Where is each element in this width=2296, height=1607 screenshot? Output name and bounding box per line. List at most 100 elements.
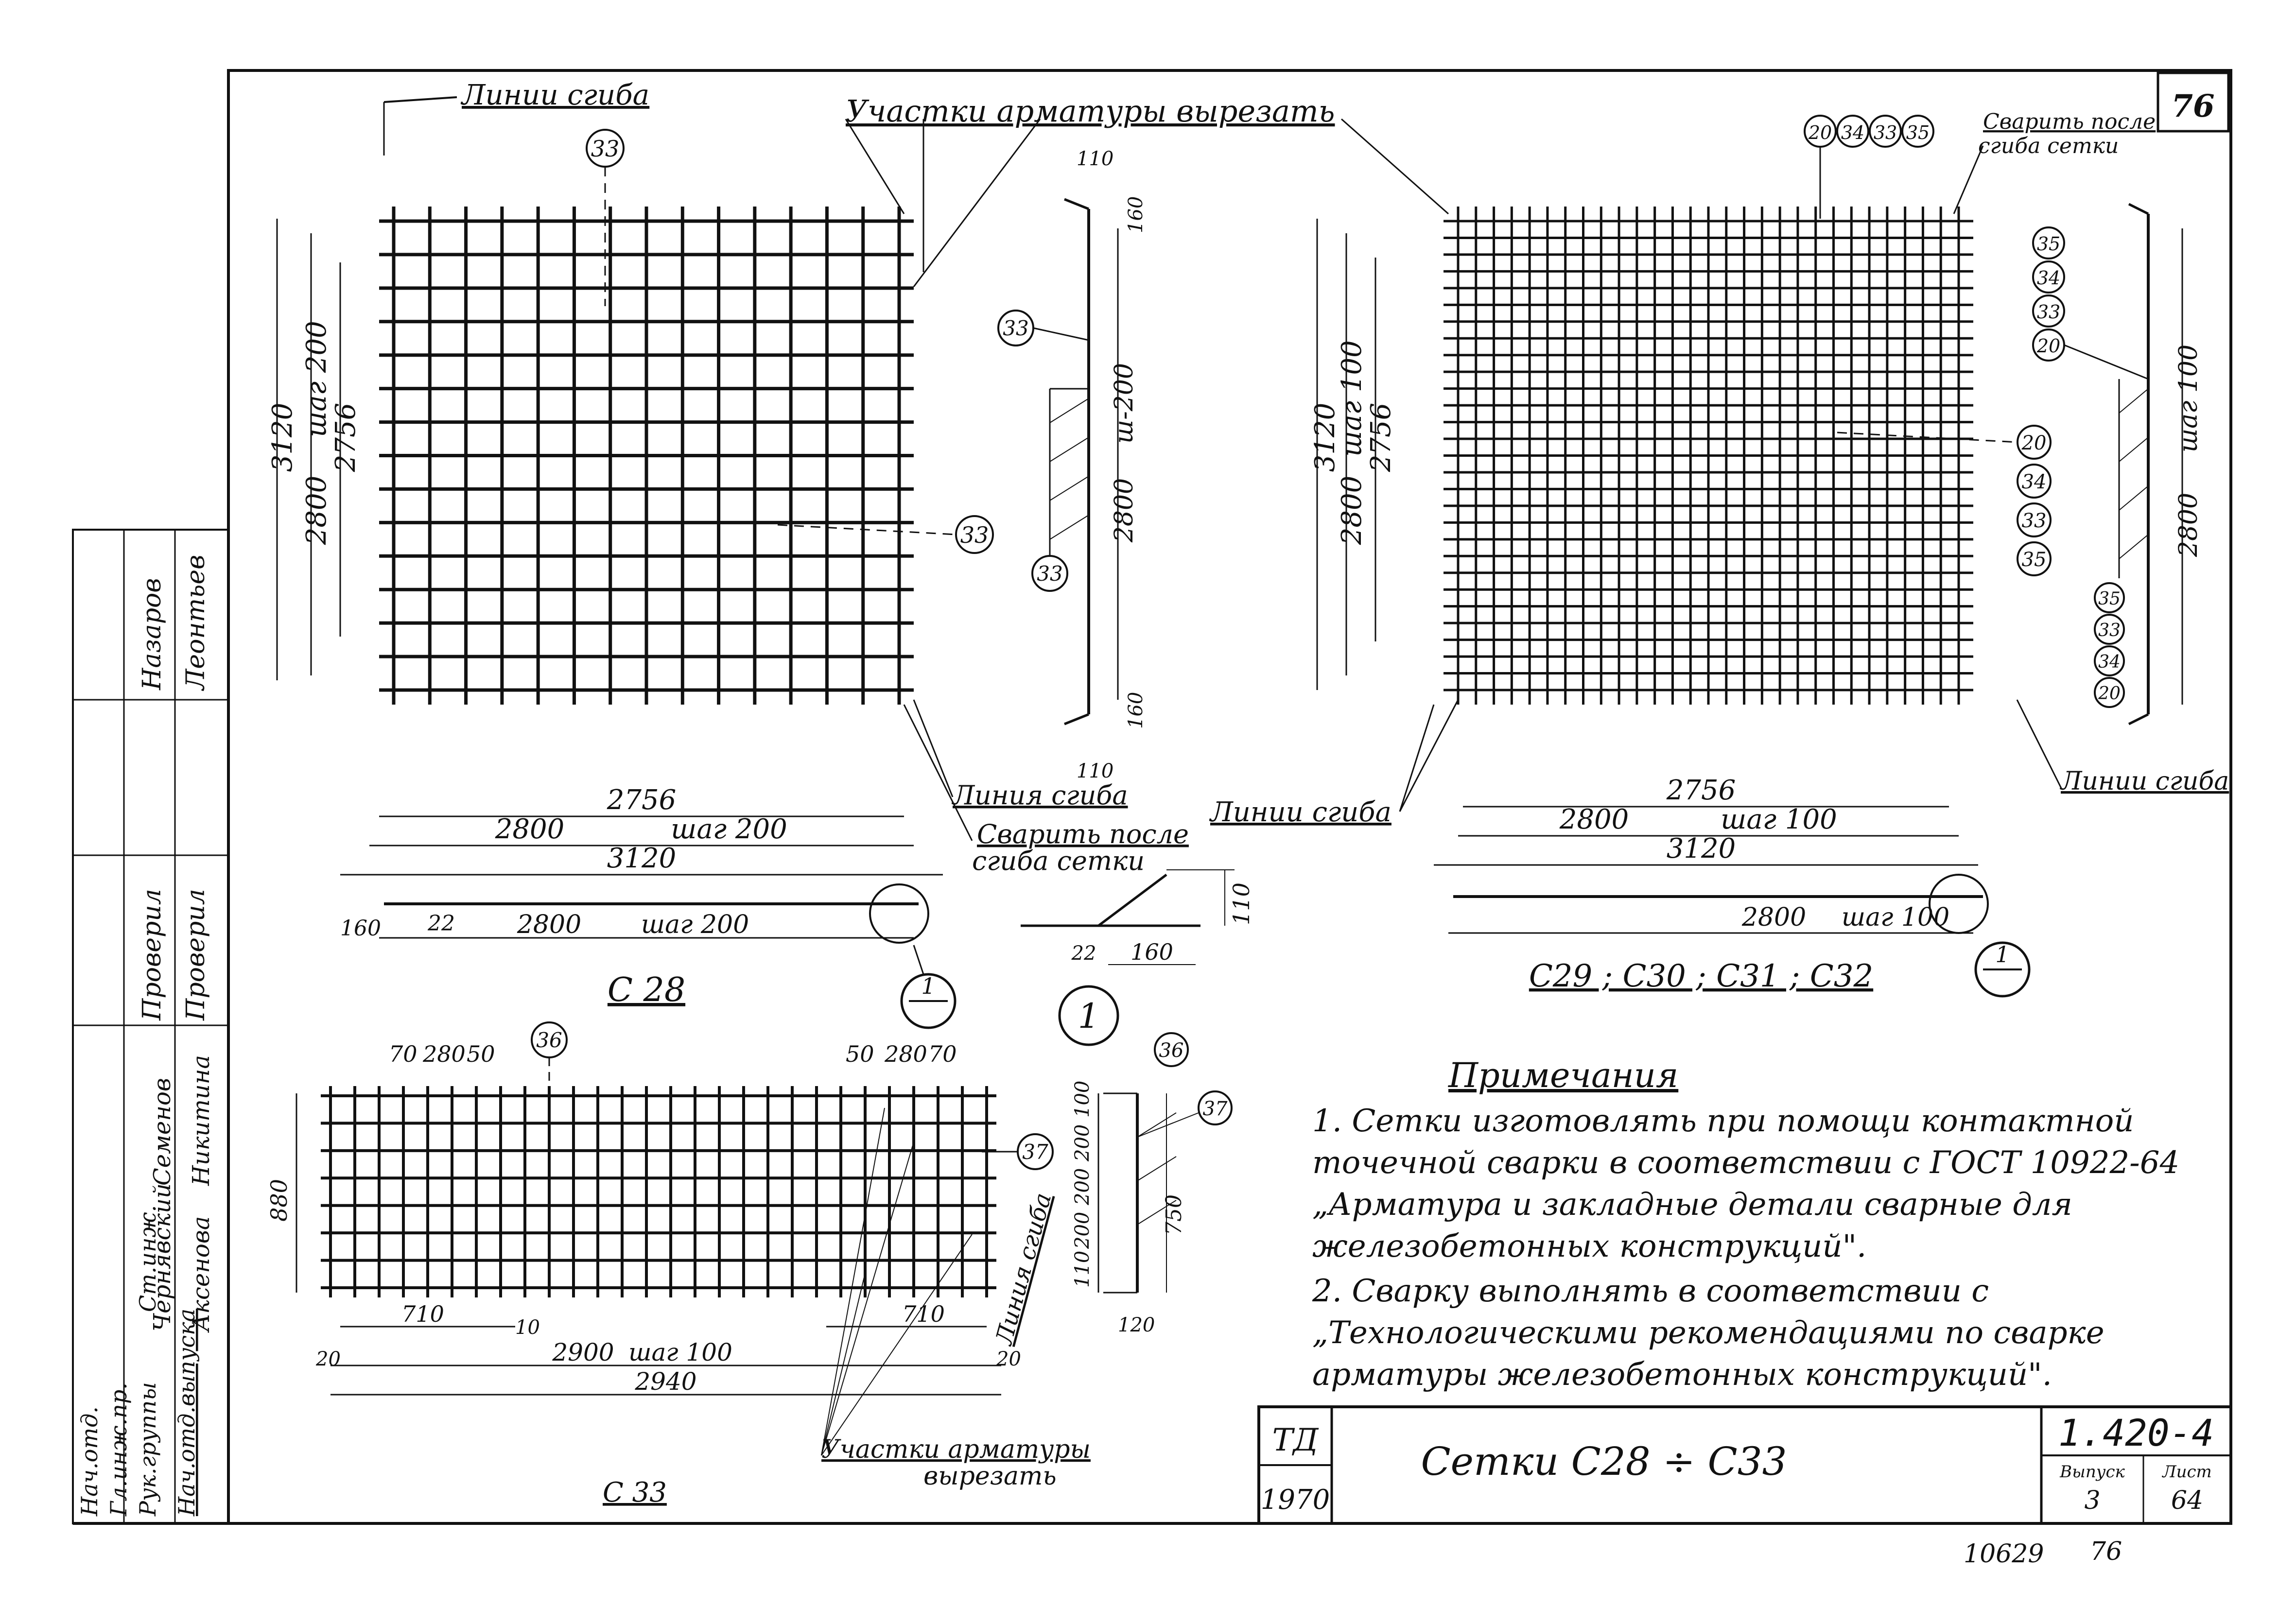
leader-bend-c28 — [913, 699, 954, 797]
svg-text:160: 160 — [1125, 692, 1147, 729]
svg-text:2756: 2756 — [1365, 403, 1397, 473]
svg-text:35: 35 — [2022, 549, 2047, 571]
c28-h-step-label: шаг 200 — [301, 321, 332, 437]
svg-text:36: 36 — [536, 1028, 562, 1052]
svg-text:2800: 2800 — [1110, 478, 1139, 543]
svg-text:34: 34 — [2098, 652, 2121, 672]
svg-text:70: 70 — [389, 1041, 417, 1067]
svg-text:20: 20 — [1808, 122, 1832, 143]
svg-text:37: 37 — [1203, 1098, 1228, 1120]
svg-text:160: 160 — [1125, 196, 1147, 233]
svg-text:750: 750 — [1162, 1194, 1186, 1235]
tb-issue: 3 — [2084, 1486, 2100, 1515]
side-name-3: Аксенова — [188, 1216, 215, 1333]
c28-inner: 2756 — [607, 784, 677, 816]
c28-step: 2800 — [495, 813, 565, 845]
c28-step-label: шаг 200 — [671, 813, 787, 845]
caption-c33: С 33 — [603, 1477, 667, 1508]
svg-text:шаг 100: шаг 100 — [2174, 345, 2203, 452]
svg-text:50: 50 — [467, 1041, 495, 1067]
svg-text:шаг 100: шаг 100 — [628, 1338, 732, 1366]
stamp-page: 76 — [2090, 1537, 2122, 1566]
side-name-1: Чернявский — [149, 1183, 176, 1331]
svg-text:50: 50 — [846, 1041, 874, 1067]
svg-text:34: 34 — [1841, 122, 1864, 143]
svg-text:2900: 2900 — [552, 1338, 614, 1366]
svg-text:280: 280 — [884, 1041, 927, 1067]
side-role-3: Рук.группы — [135, 1382, 161, 1517]
detail-1: 110 160 22 1 — [1021, 869, 1254, 1046]
c29-side-profile: 2800 шаг 100 35 34 33 20 35 33 34 20 — [2032, 203, 2203, 726]
svg-text:33: 33 — [2098, 621, 2121, 640]
tb-code: 1.420-4 — [2058, 1411, 2214, 1454]
weld-after-top-1: Сварить после — [1983, 109, 2156, 134]
tb-issue-label: Выпуск — [2059, 1462, 2125, 1482]
svg-text:1: 1 — [1078, 996, 1100, 1036]
side-role-5: Нач.отд.выпуска — [174, 1309, 200, 1517]
bend-lines-c29: Линии сгиба — [1209, 796, 1392, 828]
svg-text:20: 20 — [2036, 335, 2060, 357]
c28-profile: 2800 шаг 200 160 22 — [340, 883, 929, 944]
note-2: 2. Сварку выполнять в соответствии с „Те… — [1312, 1273, 2105, 1393]
svg-text:36: 36 — [1159, 1039, 1184, 1062]
svg-text:33: 33 — [960, 522, 989, 548]
svg-text:880: 880 — [266, 1179, 292, 1222]
leader-bend-c29b — [1399, 704, 1435, 812]
bend-line-c33: Линия сгиба — [990, 1190, 1057, 1348]
svg-text:3120: 3120 — [1667, 833, 1736, 864]
mark-33-mid: 33 — [777, 515, 994, 554]
sheet-number: 76 — [2171, 88, 2214, 124]
checked-label-1: Проверил — [138, 889, 167, 1021]
leader-cut-3 — [913, 119, 1041, 287]
leader-cut-1 — [845, 119, 905, 214]
svg-text:37: 37 — [1022, 1140, 1048, 1164]
marks-side-top: 35 34 33 20 — [2032, 226, 2149, 380]
svg-text:шаг 200: шаг 200 — [641, 910, 749, 939]
c28-h-inner: 2756 — [330, 403, 362, 473]
svg-text:20: 20 — [2021, 432, 2047, 454]
mesh-c28 — [379, 207, 914, 705]
svg-text:34: 34 — [2037, 267, 2060, 289]
caption-c28: С 28 — [608, 971, 685, 1009]
svg-text:160: 160 — [1131, 939, 1173, 965]
leader-bend-c29-right — [2016, 699, 2062, 788]
svg-text:200: 200 — [1071, 1124, 1094, 1162]
side-role-2: Гл.инж.пр. — [105, 1382, 132, 1517]
bend-lines-c29-right: Линии сгиба — [2059, 767, 2229, 796]
svg-text:33: 33 — [1003, 316, 1028, 340]
svg-text:34: 34 — [2022, 471, 2047, 493]
detail-ref-1-c29: 1 — [1974, 941, 2031, 998]
side-role-4: Ст.инж. — [135, 1205, 161, 1312]
svg-text:35: 35 — [2098, 589, 2121, 609]
c29-profile: 2800 шаг 100 — [1448, 874, 1989, 934]
checked-name-1: Назаров — [138, 578, 167, 691]
bend-lines-label-top: Линии сгиба — [460, 78, 649, 111]
svg-text:ш-200: ш-200 — [1110, 363, 1139, 444]
svg-text:2800: 2800 — [1559, 804, 1629, 835]
svg-text:33: 33 — [2022, 510, 2047, 532]
leader-cut-4 — [1341, 118, 1449, 215]
stamp-number: 10629 — [1964, 1539, 2044, 1569]
svg-text:22: 22 — [427, 911, 455, 936]
marks-top-c29: 20 34 33 35 — [1804, 115, 1934, 219]
svg-text:20: 20 — [315, 1348, 341, 1370]
leader-cut-c33-2 — [821, 1141, 914, 1456]
c33-side-profile: 100 200 200 200 110 750 120 36 37 — [1071, 1032, 1233, 1336]
svg-text:2800: 2800 — [517, 910, 581, 939]
svg-text:3120: 3120 — [1309, 403, 1341, 472]
svg-text:70: 70 — [928, 1041, 957, 1067]
leader-bend-c29 — [1399, 699, 1459, 812]
svg-text:33: 33 — [1037, 562, 1062, 586]
svg-text:шаг 100: шаг 100 — [1721, 804, 1837, 835]
weld-after-top-2: сгиба сетки — [1978, 134, 2119, 158]
svg-text:100: 100 — [1071, 1081, 1094, 1118]
notes-section: Примечания 1. Сетки изготовлять при помо… — [1312, 1054, 2236, 1399]
svg-text:110: 110 — [1228, 882, 1254, 925]
svg-text:200: 200 — [1071, 1168, 1094, 1206]
cut-zones-c33-2: вырезать — [923, 1462, 1057, 1491]
side-name-4: Никитина — [188, 1055, 215, 1186]
c29-vdims: 3120 2800 шаг 100 2756 — [1309, 219, 1397, 690]
svg-text:шаг 100: шаг 100 — [1336, 340, 1368, 456]
c29-hdims: 2756 2800 шаг 100 3120 — [1434, 775, 1978, 866]
